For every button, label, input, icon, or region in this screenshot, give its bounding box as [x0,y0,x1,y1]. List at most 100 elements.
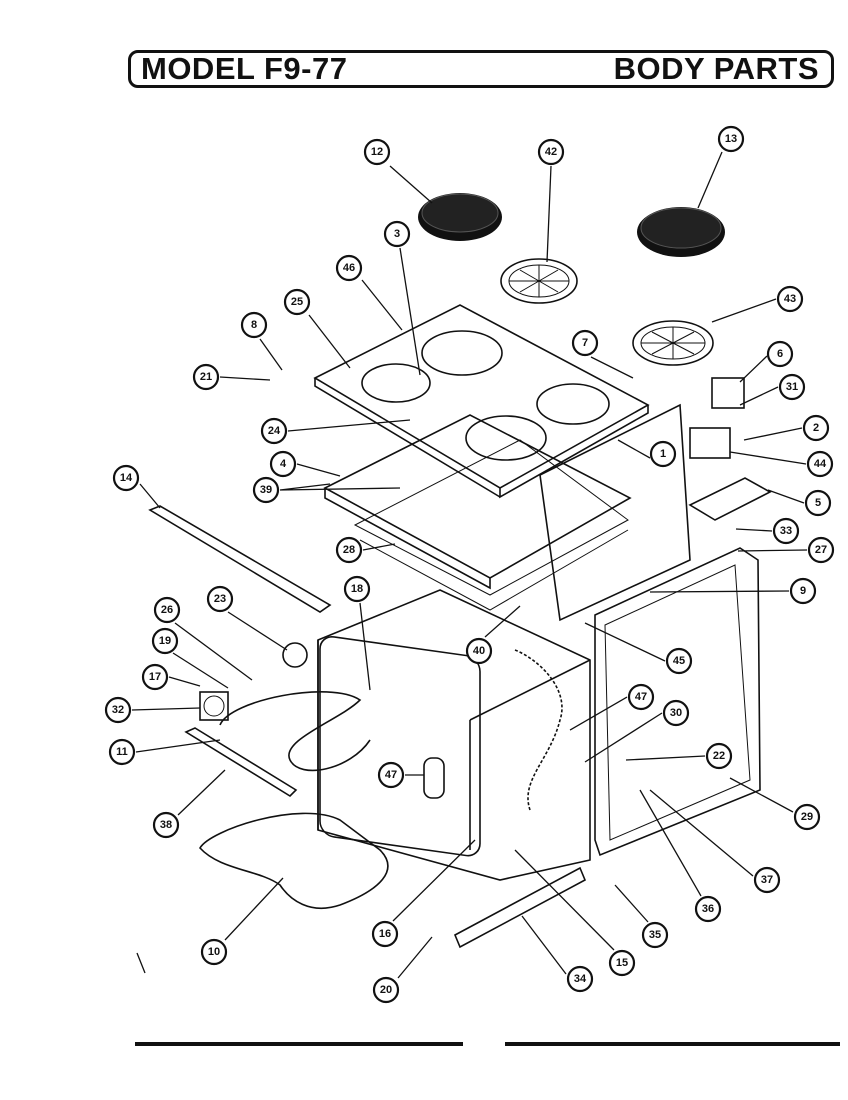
callout-29: 29 [793,803,821,831]
callout-circle [753,866,781,894]
callout-22: 22 [705,742,733,770]
callout-number: 1 [660,448,666,460]
bake-element [199,812,389,910]
callout-number: 12 [371,146,383,158]
callout-number: 20 [380,984,392,996]
callout-number: 17 [149,671,161,683]
callout-number: 31 [786,381,798,393]
callout-number: 5 [815,497,821,509]
callout-26: 26 [153,596,181,624]
callout-circle [104,696,132,724]
callout-number: 26 [161,604,173,616]
callout-circle [192,363,220,391]
callout-number: 16 [379,928,391,940]
callout-3: 3 [383,220,411,248]
callout-37: 37 [753,866,781,894]
callout-45: 45 [665,647,693,675]
leader-lines [131,151,808,979]
callout-circle [465,637,493,665]
callout-number: 19 [159,635,171,647]
callout-number: 39 [260,484,272,496]
callout-number: 25 [291,296,303,308]
callout-number: 22 [713,750,725,762]
callout-circle [649,440,677,468]
callout-number: 9 [800,585,806,597]
callout-number: 7 [582,337,588,349]
callout-circle [372,976,400,1004]
callout-6: 6 [766,340,794,368]
footer-rule-left [135,1042,463,1046]
callout-circle [335,536,363,564]
callout-number: 29 [801,811,813,823]
callout-number: 38 [160,819,172,831]
callout-number: 30 [670,707,682,719]
callout-circle [200,938,228,966]
callout-number: 14 [120,472,133,484]
callout-23: 23 [206,585,234,613]
callout-10: 10 [200,938,228,966]
callout-number: 27 [815,544,827,556]
convection-fan [199,691,229,721]
callout-14: 14 [112,464,140,492]
callout-33: 33 [772,517,800,545]
trim-ring-42 [500,258,578,304]
callout-circle [269,450,297,478]
title-banner: MODEL F9-77 BODY PARTS [128,50,834,88]
callout-number: 8 [251,319,257,331]
callout-number: 18 [351,583,363,595]
callout-34: 34 [566,965,594,993]
callout-number: 37 [761,874,773,886]
callout-circle [802,414,830,442]
bottom-rail [453,866,587,949]
callout-number: 47 [635,691,647,703]
callout-circle [240,311,268,339]
callout-12: 12 [363,138,391,166]
callout-circle [566,965,594,993]
callout-circle [283,288,311,316]
callout-36: 36 [694,895,722,923]
callout-circle [766,340,794,368]
callout-circle [665,647,693,675]
callout-number: 4 [280,458,287,470]
callout-21: 21 [192,363,220,391]
callout-24: 24 [260,417,288,445]
callout-13: 13 [717,125,745,153]
callout-circle [806,450,834,478]
callout-44: 44 [806,450,834,478]
callout-number: 24 [268,425,281,437]
bracket-6 [711,377,745,409]
trim-ring-43 [632,320,714,366]
callout-number: 13 [725,133,737,145]
callout-circle [377,761,405,789]
callout-30: 30 [662,699,690,727]
callout-number: 21 [200,371,212,383]
callout-circle [335,254,363,282]
broil-element [219,691,371,772]
callout-42: 42 [537,138,565,166]
callout-circle [151,627,179,655]
callout-25: 25 [283,288,311,316]
back-panel [539,403,691,622]
callout-number: 42 [545,146,557,158]
callout-circle [662,699,690,727]
callout-11: 11 [108,738,136,766]
callout-number: 34 [574,973,587,985]
callout-9: 9 [789,577,817,605]
fan-motor [282,642,308,668]
callout-circle [778,373,806,401]
callout-number: 43 [784,293,796,305]
oven-cavity [317,589,591,881]
callout-circle [371,920,399,948]
cooktop-tray [323,414,632,611]
callout-number: 35 [649,929,661,941]
callout-circle [252,476,280,504]
callout-circle [571,329,599,357]
callout-32: 32 [104,696,132,724]
callout-38: 38 [152,811,180,839]
callout-number: 44 [814,458,827,470]
callout-5: 5 [804,489,832,517]
callout-19: 19 [151,627,179,655]
callout-number: 23 [214,593,226,605]
